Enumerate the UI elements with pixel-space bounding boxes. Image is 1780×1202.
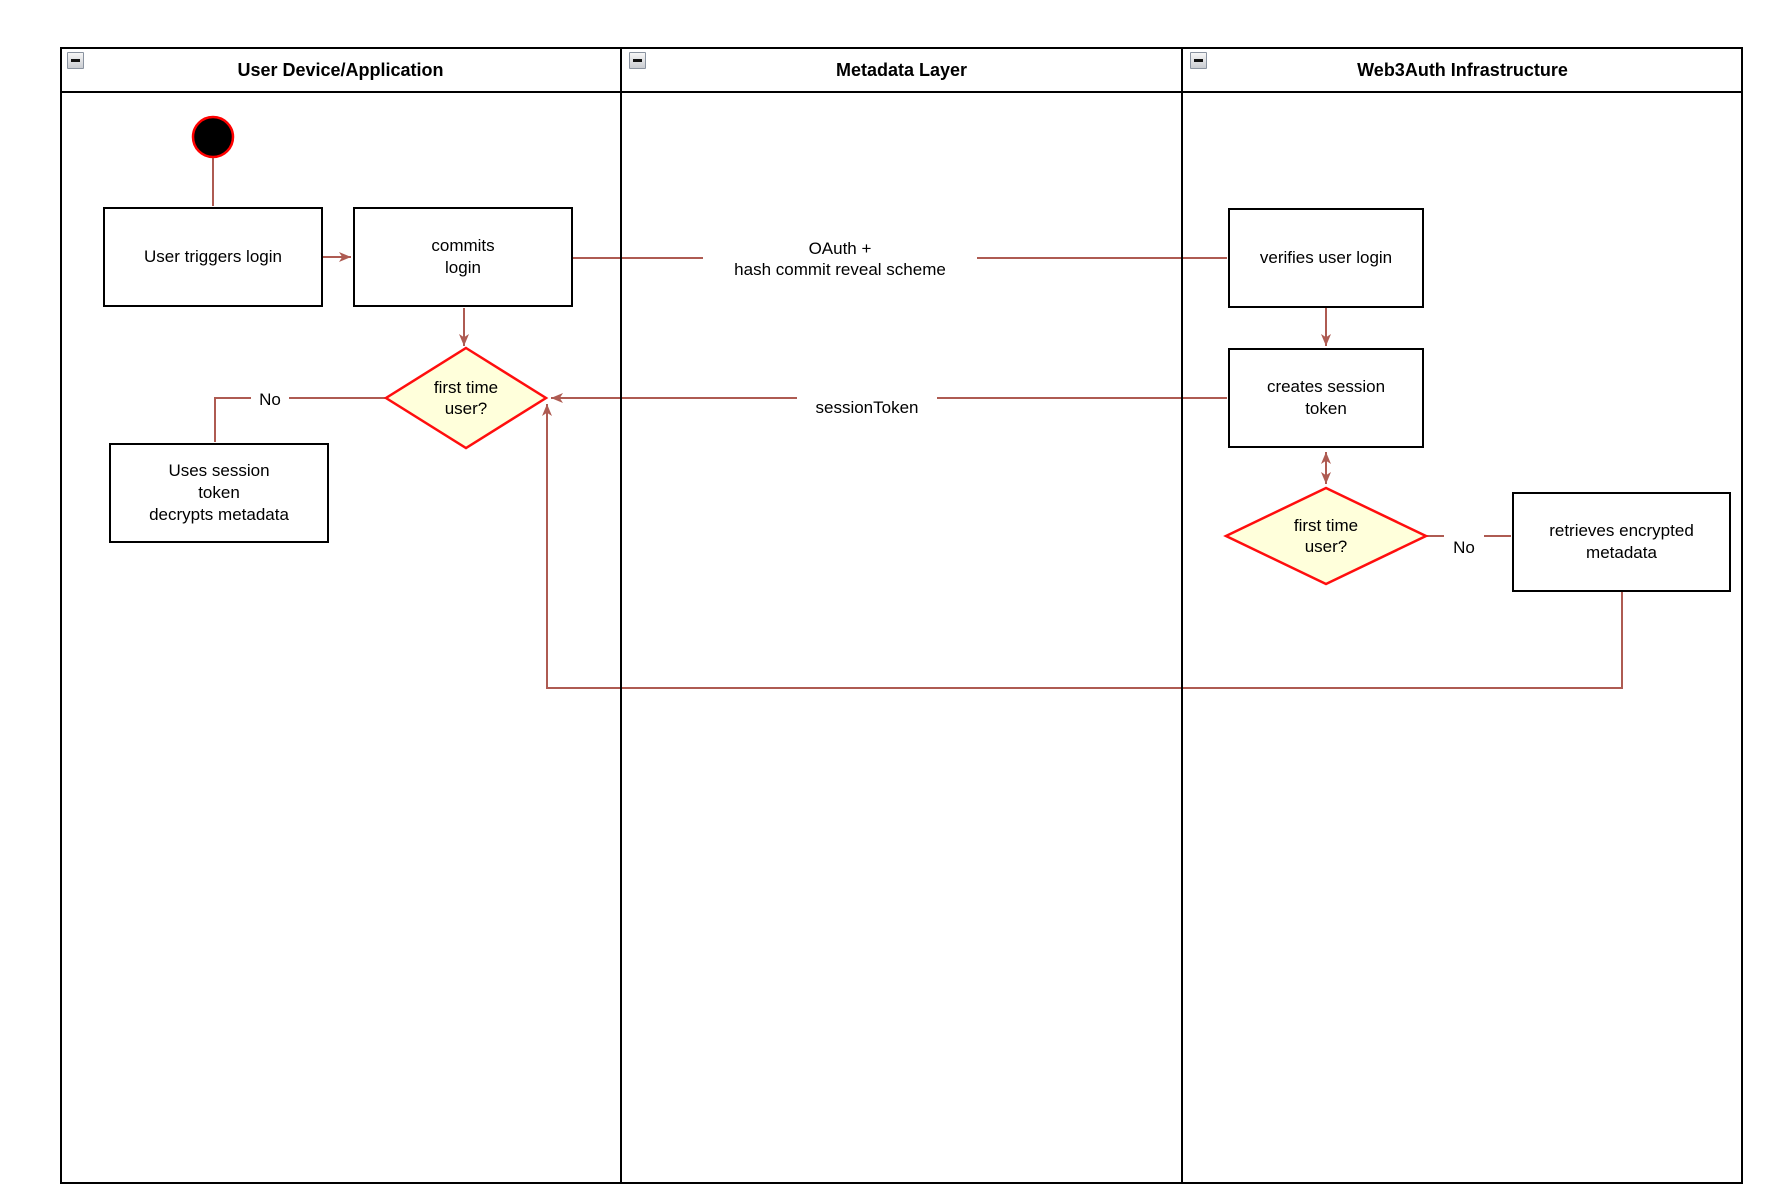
collapse-lane-1-button[interactable] (67, 52, 84, 69)
minus-icon (1194, 59, 1203, 62)
edge-label-no-right: No (1444, 535, 1484, 560)
minus-icon (71, 59, 80, 62)
lane-header-web3auth: Web3Auth Infrastructure (1357, 60, 1568, 80)
node-verifies-user-login: verifies user login (1228, 208, 1424, 308)
lane-header-metadata-layer: Metadata Layer (835, 60, 968, 80)
header-divider (60, 91, 1743, 93)
node-retrieves-encrypted-metadata: retrieves encrypted metadata (1512, 492, 1731, 592)
node-uses-session-token: Uses session token decrypts metadata (109, 443, 329, 543)
decision-first-time-user-left (383, 346, 549, 450)
collapse-lane-2-button[interactable] (629, 52, 646, 69)
node-creates-session-token: creates session token (1228, 348, 1424, 448)
collapse-lane-3-button[interactable] (1190, 52, 1207, 69)
edge-label-oauth: OAuth + hash commit reveal scheme (703, 236, 977, 282)
lane-divider-2 (1181, 47, 1183, 1184)
pool-frame (60, 47, 1743, 1184)
edge-label-session-token: sessionToken (797, 394, 937, 421)
node-user-triggers-login: User triggers login (103, 207, 323, 307)
edge-retrieves-metadata-feedback-loop (542, 404, 1623, 689)
decision-first-time-user-right (1223, 486, 1429, 586)
lane-header-user-device: User Device/Application (237, 60, 444, 80)
edge-no-left-to-uses-session-token (214, 397, 386, 442)
lane-divider-1 (620, 47, 622, 1184)
minus-icon (633, 59, 642, 62)
edge-label-no-left: No (251, 388, 289, 412)
start-node (191, 115, 235, 159)
node-commits-login: commits login (353, 207, 573, 307)
